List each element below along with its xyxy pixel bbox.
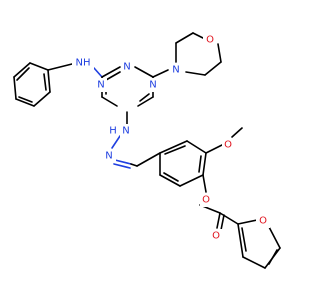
bond-phenyl-nh <box>47 63 73 71</box>
atom-morpholine-n: N <box>172 65 179 76</box>
bond-ch-benzene <box>136 152 161 167</box>
bond-n-n <box>111 135 121 149</box>
atom-morpholine-o: O <box>206 35 214 46</box>
molecule-structure-diagram: NH N N N N O N H N O O O O <box>13 32 281 269</box>
bond-benzene-ester-o <box>202 174 207 193</box>
atom-hydrazone-h: H <box>109 126 117 137</box>
bond-n-c-double-1 <box>114 159 132 165</box>
atom-furan-o: O <box>259 216 267 227</box>
atom-hydrazone-n2: N <box>105 151 112 162</box>
furan-ring <box>237 219 281 269</box>
bond-methoxy-o-ch3 <box>231 127 243 138</box>
morpholine-ring <box>175 32 222 76</box>
atom-triazine-n-right: N <box>149 80 156 91</box>
bond-ch-link <box>130 163 138 167</box>
atom-nh-amine: NH <box>76 58 91 69</box>
bond-nh-triazine <box>93 67 103 78</box>
atom-hydrazone-nh: N <box>122 126 129 137</box>
bond-carbonyl-double-2 <box>220 214 225 231</box>
bond-benzene-methoxy-o <box>205 144 223 154</box>
phenyl-ring <box>13 62 51 107</box>
bond-n-c-double-2 <box>113 163 131 169</box>
benzene-ring <box>159 140 207 187</box>
bond-triazine-morpholine <box>152 69 169 78</box>
atom-carbonyl-o: O <box>212 231 220 242</box>
atom-triazine-n-top: N <box>123 62 130 73</box>
atom-methoxy-o: O <box>224 140 232 151</box>
bond-carbonyl-double-1 <box>216 212 221 229</box>
atom-labels: NH N N N N O N H N O O O O <box>72 33 270 243</box>
atom-ester-o: O <box>202 195 210 206</box>
atom-triazine-n-left: N <box>97 80 104 91</box>
bond-carbonyl-furan <box>219 212 239 225</box>
